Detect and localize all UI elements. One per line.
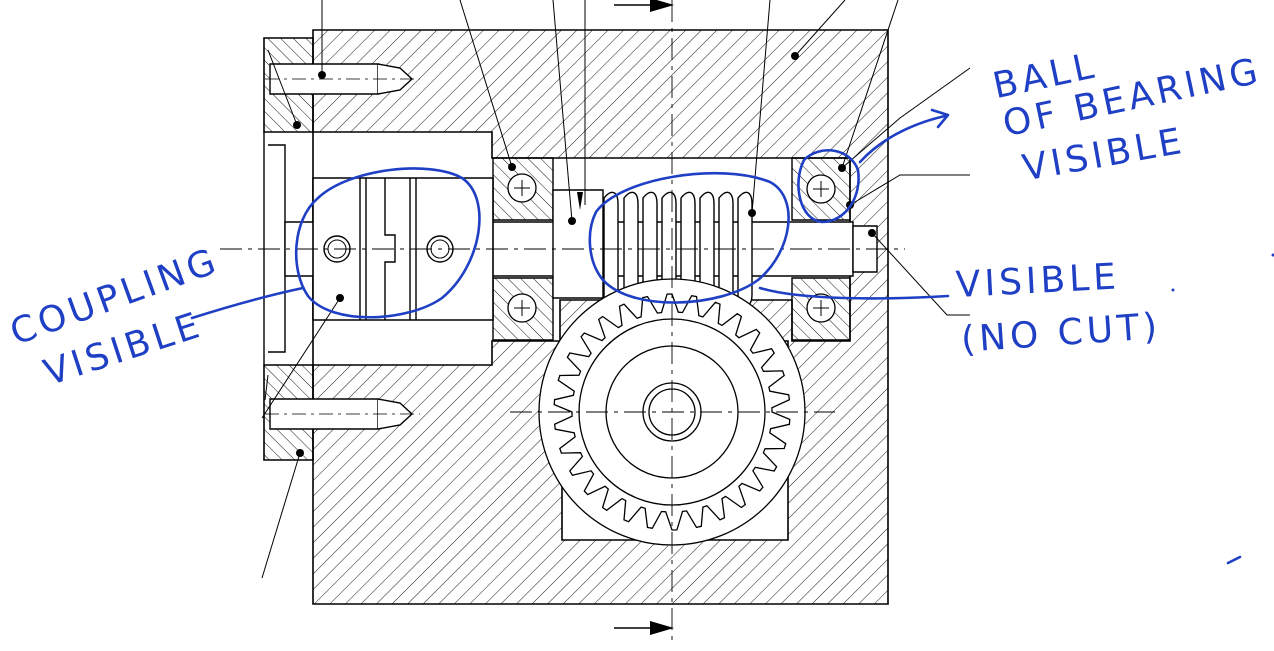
top-bolt bbox=[265, 64, 420, 94]
ball-pointer bbox=[860, 116, 945, 162]
left-bearing-top bbox=[493, 158, 553, 220]
leader-arrowhead bbox=[577, 192, 583, 210]
left-bearing-bottom bbox=[493, 278, 553, 340]
annotation-visible-line1: VISIBLE bbox=[954, 256, 1121, 306]
coupling-loop bbox=[296, 168, 479, 317]
visible-pointer bbox=[760, 288, 948, 298]
ball-loop bbox=[798, 150, 858, 222]
right-bearing-bottom bbox=[792, 278, 850, 340]
stray-dot bbox=[1171, 288, 1175, 292]
leader-dots bbox=[293, 52, 876, 457]
arrow-right-icon bbox=[932, 110, 948, 127]
coupling-pointer bbox=[192, 288, 303, 318]
right-stray-tick bbox=[1228, 557, 1240, 563]
center-lines bbox=[220, 0, 905, 640]
arrow-right-icon bbox=[614, 0, 674, 12]
arrow-right-icon bbox=[614, 621, 674, 635]
worm-threads bbox=[604, 192, 752, 305]
blue-annotation-marks bbox=[192, 110, 1274, 563]
stray-dot bbox=[1271, 253, 1274, 257]
worm-loop bbox=[590, 173, 789, 302]
bottom-bolt bbox=[265, 399, 420, 429]
